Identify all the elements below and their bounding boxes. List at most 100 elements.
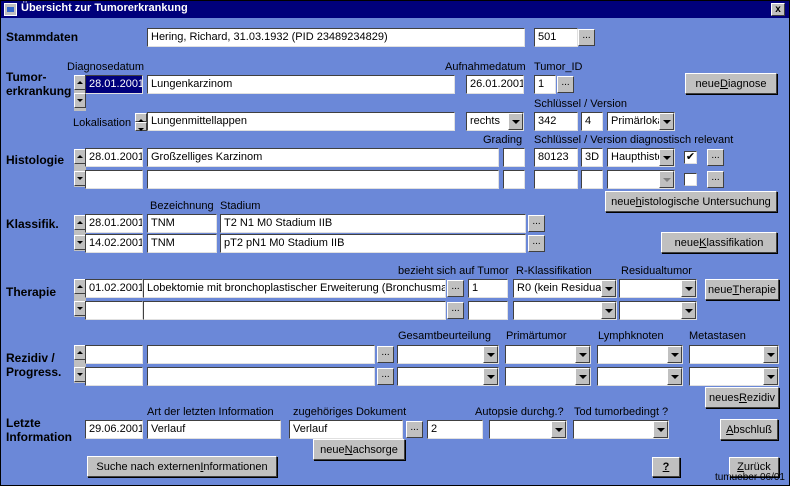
meta-select[interactable] — [689, 367, 779, 386]
chevron-down-icon[interactable] — [483, 368, 498, 385]
lokalisation-spinner[interactable] — [135, 113, 147, 131]
chevron-down-icon[interactable] — [653, 421, 668, 438]
aufnahmedatum-field[interactable]: 26.01.2001 — [466, 75, 524, 94]
histo-text-field[interactable] — [147, 170, 499, 189]
chevron-down-icon[interactable] — [667, 368, 682, 385]
chevron-down-icon[interactable] — [483, 346, 498, 363]
therapie-spinner[interactable] — [74, 279, 86, 317]
lokalisation-typ-select[interactable]: Primärloka — [607, 112, 675, 131]
chevron-down-icon[interactable] — [659, 113, 674, 130]
spin-down-icon[interactable] — [74, 93, 86, 108]
rezidiv-datum-field[interactable] — [85, 367, 143, 386]
chevron-down-icon[interactable] — [667, 346, 682, 363]
diag-relevant-checkbox[interactable] — [684, 173, 697, 186]
diagnose-field[interactable]: Lungenkarzinom — [147, 75, 455, 94]
therapie-lookup-button[interactable]: ... — [447, 302, 464, 319]
klass-datum-field[interactable]: 28.01.2001 — [85, 214, 143, 233]
residual-select[interactable] — [619, 279, 697, 298]
patient-lookup-button[interactable]: ... — [578, 29, 595, 46]
primaer-select[interactable] — [505, 367, 591, 386]
therapie-text-field[interactable]: Lobektomie mit bronchoplastischer Erweit… — [143, 279, 446, 298]
gesamt-select[interactable] — [397, 345, 499, 364]
dokument-number-field[interactable]: 2 — [427, 420, 483, 439]
gesamt-select[interactable] — [397, 367, 499, 386]
chevron-down-icon[interactable] — [681, 302, 696, 319]
rezidiv-text-field[interactable] — [147, 367, 375, 386]
r-klass-select[interactable] — [513, 301, 617, 320]
rezidiv-lookup-button[interactable]: ... — [377, 368, 394, 385]
chevron-down-icon[interactable] — [508, 113, 523, 130]
klass-detail-button[interactable]: ... — [528, 235, 545, 252]
grading-field[interactable] — [503, 148, 525, 167]
chevron-down-icon[interactable] — [659, 171, 674, 188]
histo-version-field[interactable]: 3D — [581, 148, 603, 167]
chevron-down-icon[interactable] — [763, 346, 778, 363]
klass-stadium-field[interactable]: pT2 pN1 M0 Stadium IIB — [220, 234, 526, 253]
tumor-id-field[interactable]: 1 — [534, 75, 556, 94]
chevron-down-icon[interactable] — [763, 368, 778, 385]
histo-typ-select[interactable]: Haupthisto — [607, 148, 675, 167]
r-klass-select[interactable]: R0 (kein Residualt — [513, 279, 617, 298]
patient-number-field[interactable]: 501 — [534, 28, 578, 47]
histo-detail-button[interactable]: ... — [707, 149, 724, 166]
lymph-select[interactable] — [597, 345, 683, 364]
close-button[interactable]: x — [771, 3, 785, 16]
lokalisation-schluessel-field[interactable]: 342 — [534, 112, 578, 131]
spin-down-icon[interactable] — [135, 122, 147, 131]
chevron-down-icon[interactable] — [659, 149, 674, 166]
diagnosedatum-field[interactable]: 28.01.2001 — [85, 75, 143, 94]
klass-detail-button[interactable]: ... — [528, 215, 545, 232]
chevron-down-icon[interactable] — [551, 421, 566, 438]
diag-relevant-checkbox[interactable]: ✔ — [684, 151, 697, 164]
chevron-down-icon[interactable] — [601, 280, 616, 297]
histo-schluessel-field[interactable]: 80123 — [534, 148, 578, 167]
histo-schluessel-field[interactable] — [534, 170, 578, 189]
histo-version-field[interactable] — [581, 170, 603, 189]
chevron-down-icon[interactable] — [681, 280, 696, 297]
therapie-datum-field[interactable]: 01.02.2001 — [85, 279, 143, 298]
spin-up-icon[interactable] — [74, 149, 86, 164]
tod-select[interactable] — [573, 420, 669, 439]
grading-field[interactable] — [503, 170, 525, 189]
therapie-tumor-field[interactable]: 1 — [468, 279, 508, 298]
spin-up-icon[interactable] — [135, 113, 147, 122]
histo-datum-field[interactable] — [85, 170, 143, 189]
letzte-art-field[interactable]: Verlauf — [147, 420, 281, 439]
therapie-datum-field[interactable] — [85, 301, 143, 320]
primaer-select[interactable] — [505, 345, 591, 364]
klassifik-spinner[interactable] — [74, 215, 86, 251]
chevron-down-icon[interactable] — [575, 368, 590, 385]
rezidiv-text-field[interactable] — [147, 345, 375, 364]
help-button[interactable]: ? — [652, 457, 680, 477]
seite-select[interactable]: rechts — [466, 112, 524, 131]
chevron-down-icon[interactable] — [575, 346, 590, 363]
autopsie-select[interactable] — [489, 420, 567, 439]
dokument-field[interactable]: Verlauf — [289, 420, 403, 439]
histo-datum-field[interactable]: 28.01.2001 — [85, 148, 143, 167]
histo-typ-select[interactable] — [607, 170, 675, 189]
klass-datum-field[interactable]: 14.02.2001 — [85, 234, 143, 253]
therapie-tumor-field[interactable] — [468, 301, 508, 320]
meta-select[interactable] — [689, 345, 779, 364]
rezidiv-lookup-button[interactable]: ... — [377, 346, 394, 363]
therapie-lookup-button[interactable]: ... — [447, 280, 464, 297]
rezidiv-datum-field[interactable] — [85, 345, 143, 364]
dokument-lookup-button[interactable]: ... — [406, 421, 423, 438]
spin-up-icon[interactable] — [74, 215, 86, 230]
therapie-text-field[interactable] — [143, 301, 446, 320]
lymph-select[interactable] — [597, 367, 683, 386]
klass-bezeichnung-field[interactable]: TNM — [147, 234, 217, 253]
klass-stadium-field[interactable]: T2 N1 M0 Stadium IIB — [220, 214, 526, 233]
diagnose-spinner[interactable] — [74, 75, 86, 111]
chevron-down-icon[interactable] — [601, 302, 616, 319]
lokalisation-field[interactable]: Lungenmittellappen — [147, 112, 455, 131]
lokalisation-version-field[interactable]: 4 — [581, 112, 603, 131]
